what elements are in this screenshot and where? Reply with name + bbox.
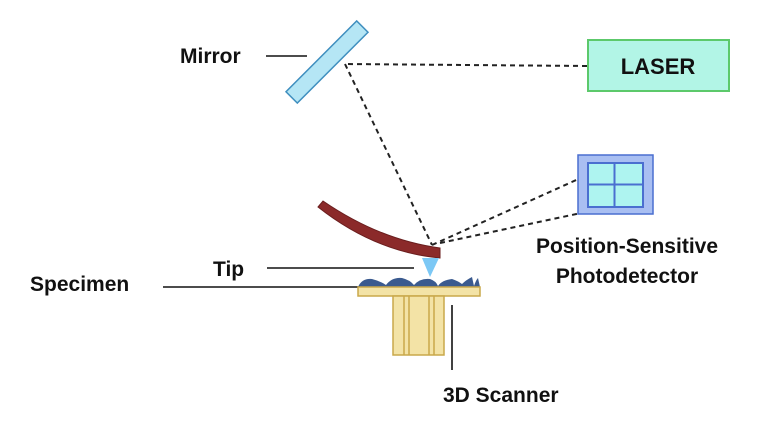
probe-tip: [422, 258, 439, 277]
cantilever: [317, 200, 441, 259]
3d-scanner: [357, 286, 481, 356]
laser-beam-incident: [344, 63, 588, 67]
detector-label-line1: Position-Sensitive: [536, 235, 718, 258]
specimen: [358, 277, 480, 287]
laser-label: LASER: [621, 54, 696, 79]
scanner-label: 3D Scanner: [443, 384, 559, 407]
detector-label-line2: Photodetector: [556, 265, 698, 288]
laser-box: [587, 39, 730, 92]
photodetector: [577, 154, 654, 215]
specimen-label: Specimen: [30, 273, 129, 296]
tip-label: Tip: [213, 258, 244, 281]
mirror: [284, 19, 370, 105]
mirror-label: Mirror: [180, 45, 241, 68]
laser-beam-to-tip: [344, 63, 433, 246]
